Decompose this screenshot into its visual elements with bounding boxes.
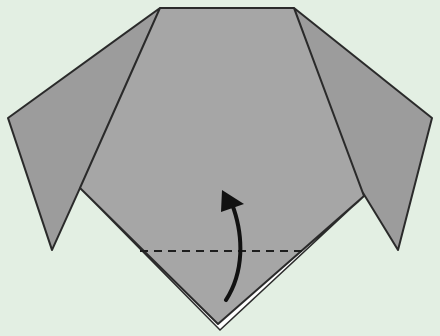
origami-diagram xyxy=(0,0,440,336)
origami-dog-face-diagram xyxy=(0,0,440,336)
